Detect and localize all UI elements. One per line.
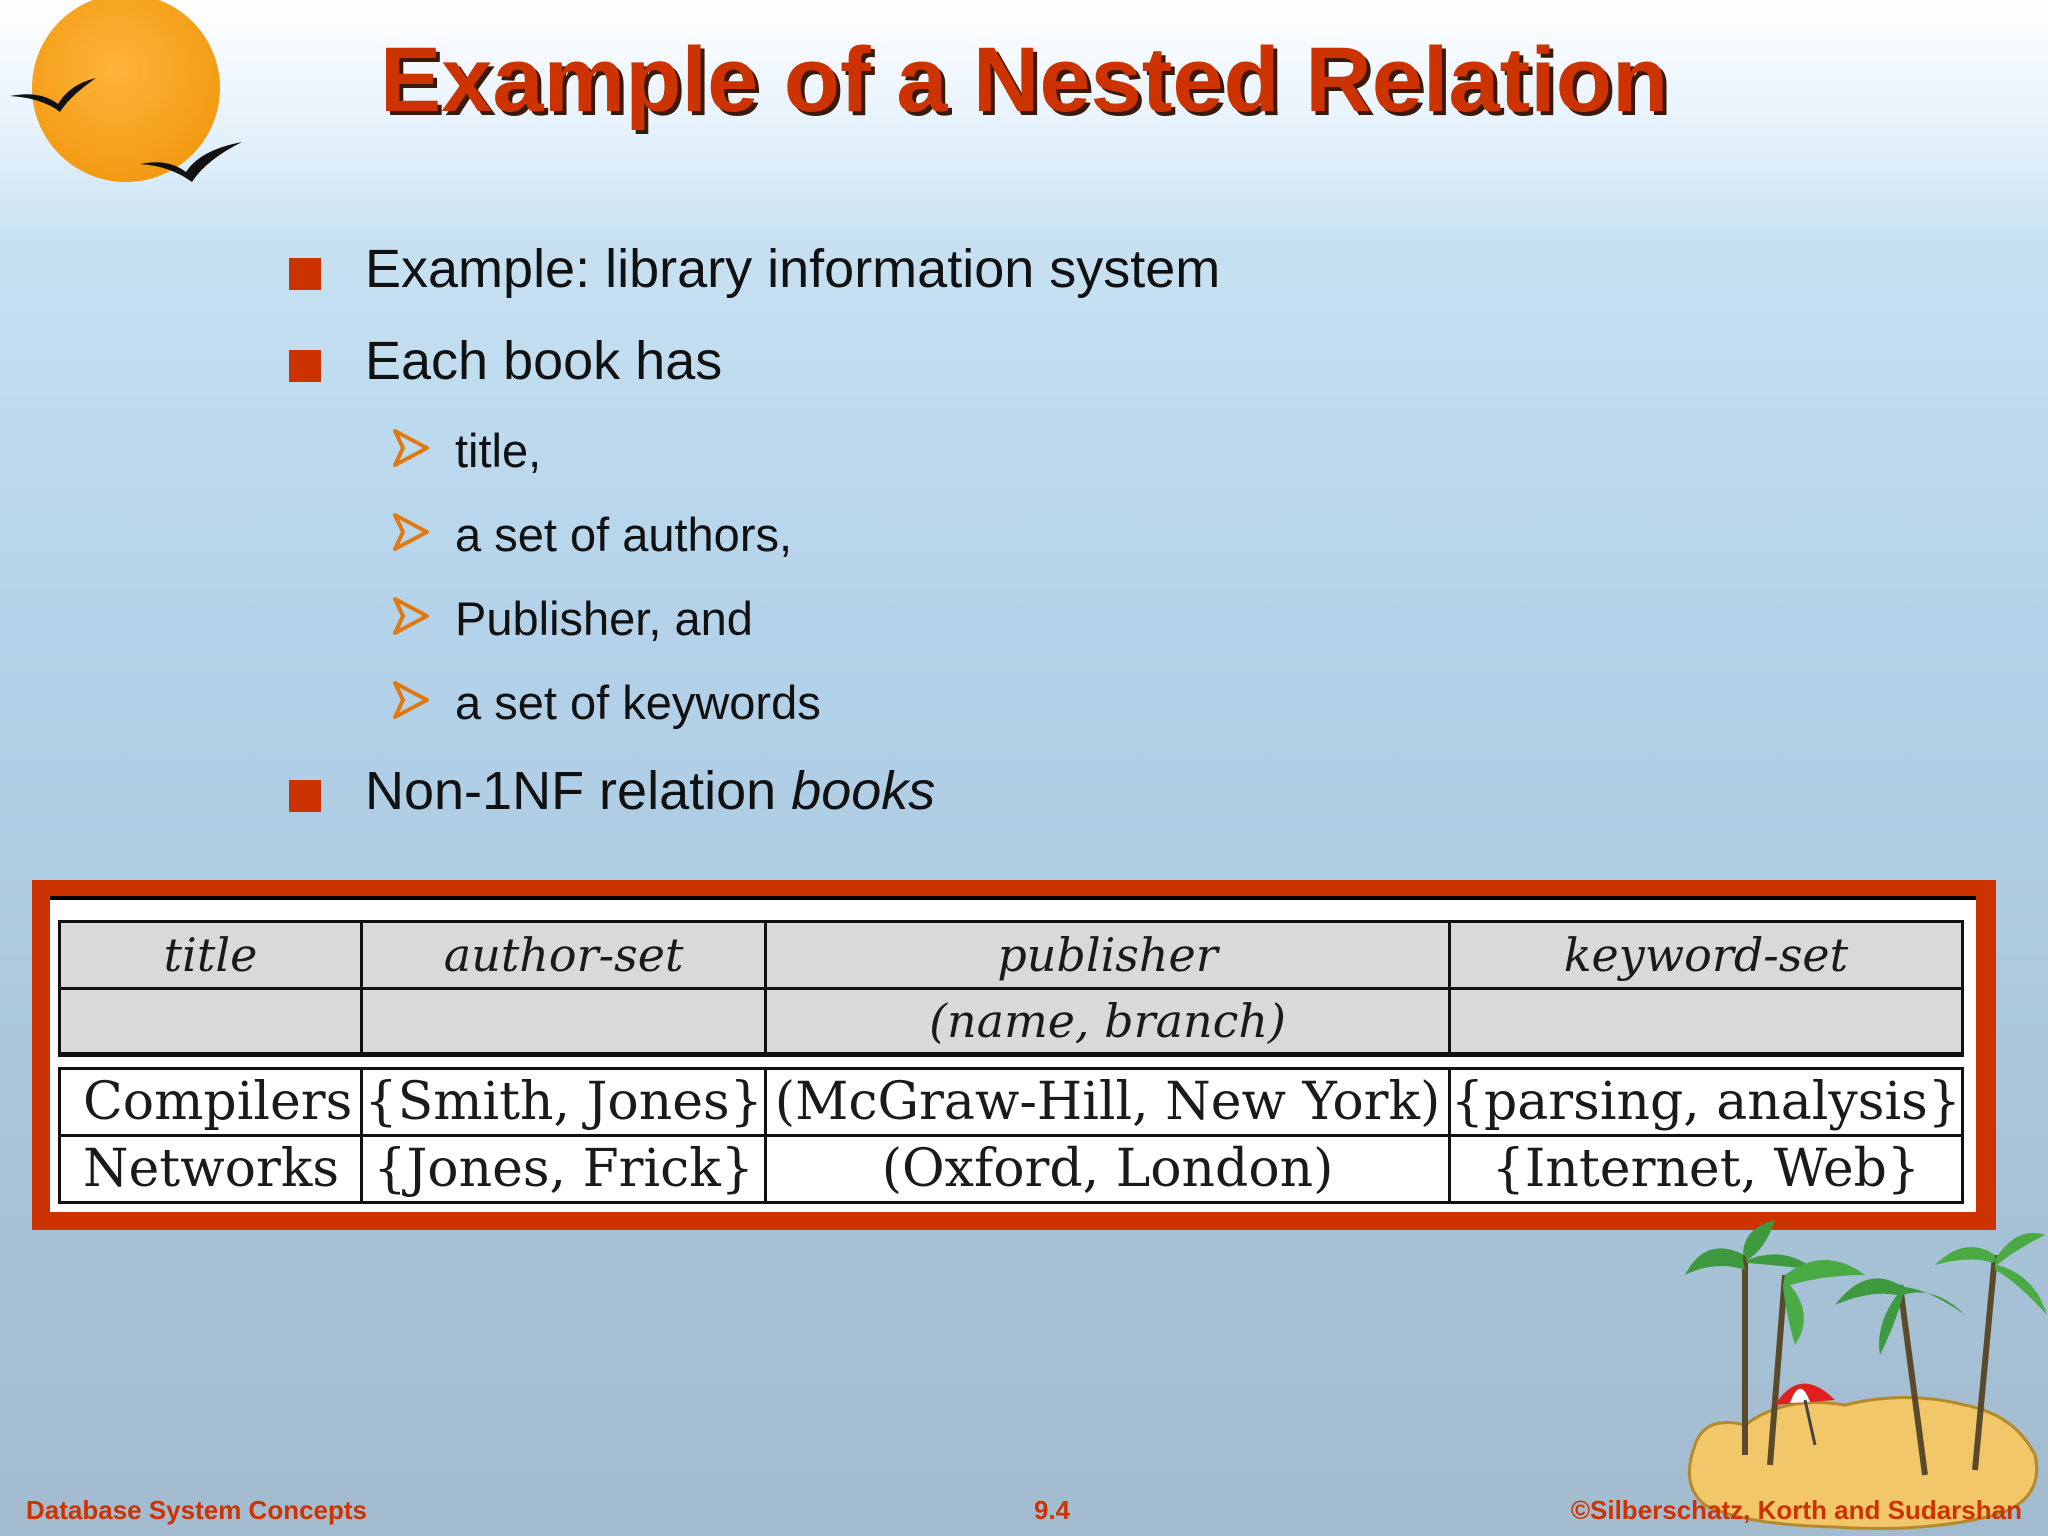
bullet-emphasis: books: [791, 761, 936, 821]
table-row: Compilers {Smith, Jones} (McGraw-Hill, N…: [58, 1067, 1965, 1137]
column-header: title: [58, 920, 363, 990]
sub-bullet-item: title,: [393, 423, 542, 478]
arrow-bullet-icon: [393, 513, 429, 551]
column-header: keyword-set: [1447, 920, 1965, 990]
table-header-row: title author-set publisher keyword-set: [58, 920, 1965, 990]
table-cell: {Internet, Web}: [1447, 1134, 1965, 1204]
column-header: author-set: [359, 920, 768, 990]
nested-relation-table: title author-set publisher keyword-set (…: [58, 920, 1965, 1204]
bullet-text: Non-1NF relation: [365, 761, 792, 821]
table-cell: {parsing, analysis}: [1447, 1067, 1965, 1137]
table-panel: title author-set publisher keyword-set (…: [50, 896, 1976, 1212]
bullet-item: Example: library information system: [289, 238, 1221, 300]
column-header: publisher: [764, 920, 1451, 990]
sub-bullet-item: Publisher, and: [393, 591, 753, 646]
bullet-text: Example: library information system: [365, 239, 1221, 299]
arrow-bullet-icon: [393, 429, 429, 467]
footer-copyright: ©Silberschatz, Korth and Sudarshan: [1570, 1495, 2022, 1525]
table-cell: (Oxford, London): [764, 1134, 1451, 1204]
bullet-text: Each book has: [365, 331, 723, 391]
sun-logo-icon: [10, 0, 242, 182]
sub-bullet-item: a set of keywords: [393, 675, 821, 730]
square-bullet-icon: [289, 350, 321, 382]
table-cell: (McGraw-Hill, New York): [764, 1067, 1451, 1137]
sub-bullet-text: a set of authors,: [455, 508, 793, 561]
arrow-bullet-icon: [393, 597, 429, 635]
footer-left: Database System Concepts: [26, 1495, 368, 1525]
bullet-item: Each book has: [289, 330, 723, 392]
table-row: Networks {Jones, Frick} (Oxford, London)…: [58, 1134, 1965, 1204]
column-subheader: [1447, 987, 1965, 1057]
table-frame: title author-set publisher keyword-set (…: [32, 880, 1996, 1230]
table-cell: {Jones, Frick}: [359, 1134, 768, 1204]
table-spacer-row: [59, 1053, 1963, 1070]
palm-island-icon: [1685, 1220, 2047, 1530]
sub-bullet-text: title,: [455, 424, 542, 477]
footer-page-number: 9.4: [1034, 1495, 1071, 1525]
arrow-bullet-icon: [393, 681, 429, 719]
sub-bullet-item: a set of authors,: [393, 507, 793, 562]
column-subheader: [359, 987, 768, 1057]
bullet-item: Non-1NF relation books: [289, 760, 936, 822]
table-subheader-row: (name, branch): [58, 987, 1965, 1057]
sub-bullet-text: Publisher, and: [455, 592, 753, 645]
slide-title: Example of a Nested Relation: [379, 29, 1669, 131]
sub-bullet-text: a set of keywords: [455, 676, 821, 729]
square-bullet-icon: [289, 780, 321, 812]
column-subheader: (name, branch): [764, 987, 1451, 1057]
square-bullet-icon: [289, 258, 321, 290]
table-cell: Networks: [58, 1134, 363, 1204]
table-cell: {Smith, Jones}: [359, 1067, 768, 1137]
column-subheader: [58, 987, 363, 1057]
table-cell: Compilers: [58, 1067, 363, 1137]
